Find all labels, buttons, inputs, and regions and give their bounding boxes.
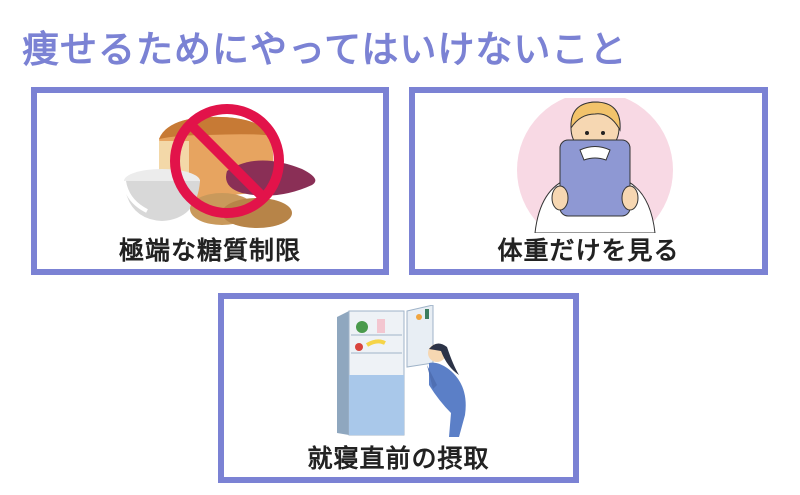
card-late-eating: 就寝直前の摂取 xyxy=(218,293,579,483)
card-label: 極端な糖質制限 xyxy=(118,236,301,265)
page-title: 痩せるためにやってはいけないこと xyxy=(22,28,628,71)
card-carb-restriction: 極端な糖質制限 xyxy=(31,87,389,275)
card-weight-only: 体重だけを見る xyxy=(409,87,768,275)
person-holding-scale-icon xyxy=(517,98,673,233)
card-label: 体重だけを見る xyxy=(497,236,680,265)
prohibited-carbs-icon xyxy=(122,104,316,228)
card-label: 就寝直前の摂取 xyxy=(307,444,490,473)
woman-at-fridge-icon xyxy=(337,305,466,437)
